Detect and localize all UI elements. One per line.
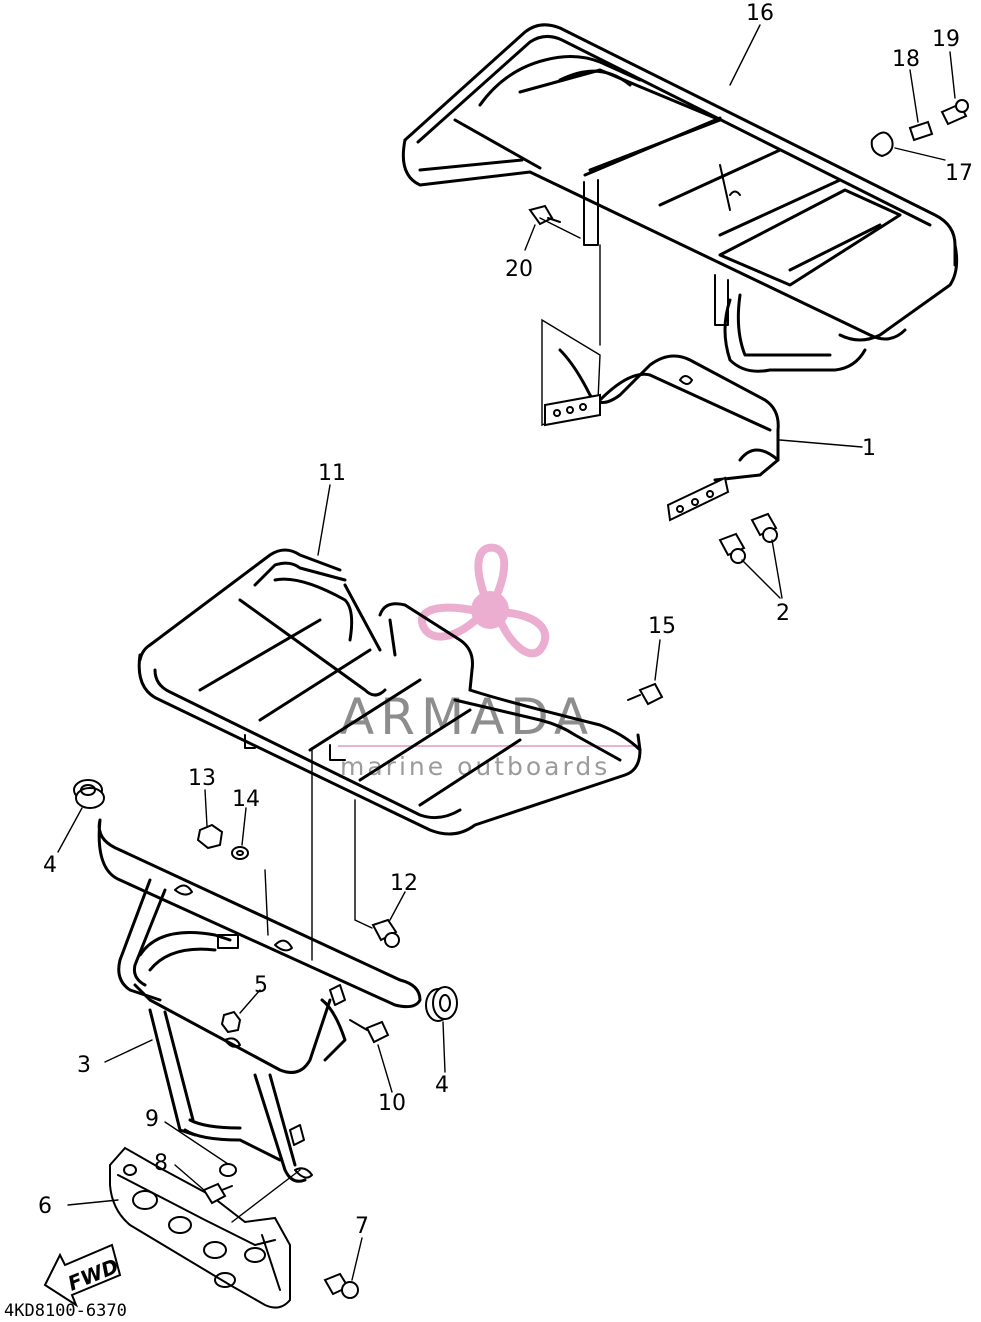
callout-10: 10 (378, 1091, 406, 1116)
callout-4-right: 4 (435, 1073, 449, 1098)
callout-14: 14 (232, 787, 260, 812)
upper-hardware (870, 99, 969, 158)
skid-plate (109, 1146, 291, 1309)
callout-9: 9 (145, 1107, 159, 1132)
watermark-brand: ARMADA (340, 688, 594, 746)
propeller-icon (418, 543, 550, 658)
callout-12: 12 (390, 871, 418, 896)
diagram-code: 4KD8100-6370 (4, 1301, 127, 1321)
small-hardware (196, 823, 390, 1044)
callout-2: 2 (776, 601, 790, 626)
callout-1: 1 (862, 436, 876, 461)
forward-direction-arrow: FWD (43, 1243, 122, 1308)
lower-rack (137, 548, 642, 836)
callout-3: 3 (77, 1053, 91, 1078)
upper-rack (401, 23, 959, 373)
callout-17: 17 (945, 161, 973, 186)
callout-16: 16 (746, 1, 774, 26)
rack-bracket (541, 318, 780, 522)
bolt-12 (371, 918, 400, 948)
callout-15: 15 (648, 614, 676, 639)
callout-labels: 1 2 3 4 4 5 6 7 8 9 10 11 12 13 14 15 16… (38, 1, 973, 1239)
skid-plate-hardware (202, 1163, 359, 1299)
callout-11: 11 (318, 461, 346, 486)
front-guard (97, 818, 422, 1183)
bolts-2 (718, 512, 783, 599)
callout-8: 8 (154, 1151, 168, 1176)
callout-13: 13 (188, 766, 216, 791)
callout-6: 6 (38, 1194, 52, 1219)
watermark-logo: ARMADA marine outboards (338, 543, 640, 781)
callout-20: 20 (505, 257, 533, 282)
callout-4-left: 4 (43, 853, 57, 878)
bolt-15 (627, 682, 664, 706)
callout-18: 18 (892, 47, 920, 72)
leader-lines (57, 24, 956, 1281)
grommets-4 (73, 779, 458, 1022)
watermark-tagline: marine outboards (340, 752, 610, 781)
callout-7: 7 (355, 1214, 369, 1239)
callout-5: 5 (254, 973, 268, 998)
callout-19: 19 (932, 27, 960, 52)
bolt-20 (528, 204, 561, 226)
